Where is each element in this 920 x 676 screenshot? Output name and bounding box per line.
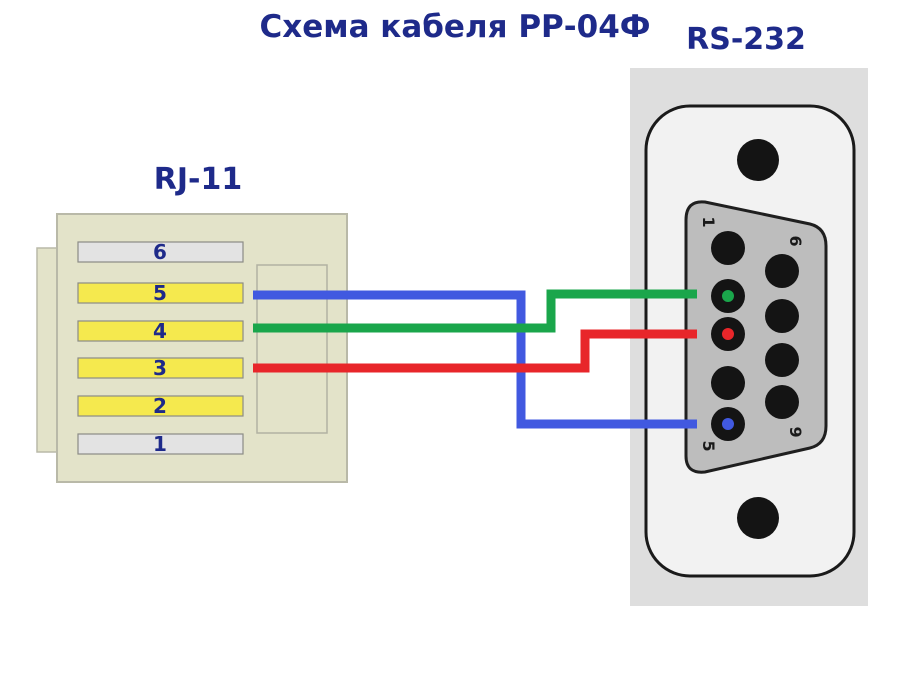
- mounting-hole-top: [737, 139, 779, 181]
- rj11-connector: 6 5 4 3 2 1: [36, 213, 348, 483]
- rj11-latch: [256, 264, 328, 434]
- db9-pin-2-contact: [722, 290, 734, 302]
- rj11-pin-3-label: 3: [153, 356, 167, 380]
- db9-pin-5-contact: [722, 418, 734, 430]
- db9-pin-1: [711, 231, 745, 265]
- rj11-pin-3: [77, 357, 244, 379]
- db9-pin-6-marker: 6: [786, 235, 805, 246]
- rj11-pin-2: [77, 395, 244, 417]
- db9-pin-6: [765, 254, 799, 288]
- db9-pin-9: [765, 385, 799, 419]
- rj11-label: RJ-11: [154, 162, 242, 197]
- rj11-pin-6: [77, 241, 244, 263]
- rj11-pin-1: [77, 433, 244, 455]
- diagram-title: Схема кабеля РР-04Ф: [259, 9, 650, 45]
- db9-pin-5-marker: 5: [699, 440, 718, 451]
- db9-pin-4: [711, 366, 745, 400]
- rj11-pin-5: [77, 282, 244, 304]
- wire-blue-rj11-5-to-db9-5: [253, 290, 697, 429]
- wire-green-rj11-4-to-db9-2: [253, 289, 697, 333]
- rj11-pin-4: [77, 320, 244, 342]
- mounting-hole-bottom: [737, 497, 779, 539]
- db9-pin-1-marker: 1: [699, 216, 718, 227]
- wire-red-rj11-3-to-db9-3: [253, 329, 697, 373]
- rj11-pin-1-label: 1: [153, 432, 167, 456]
- rj11-side-tab: [36, 247, 60, 453]
- db9-pin-8: [765, 343, 799, 377]
- rj11-pin-4-label: 4: [153, 319, 167, 343]
- db9-pin-9-marker: 9: [786, 426, 805, 437]
- rs232-label: RS-232: [686, 22, 806, 57]
- rj11-pin-6-label: 6: [153, 240, 167, 264]
- db9-pin-3-contact: [722, 328, 734, 340]
- rj11-pin-2-label: 2: [153, 394, 167, 418]
- wires: [253, 289, 697, 429]
- rj11-pin-5-label: 5: [153, 281, 167, 305]
- db9-pin-7: [765, 299, 799, 333]
